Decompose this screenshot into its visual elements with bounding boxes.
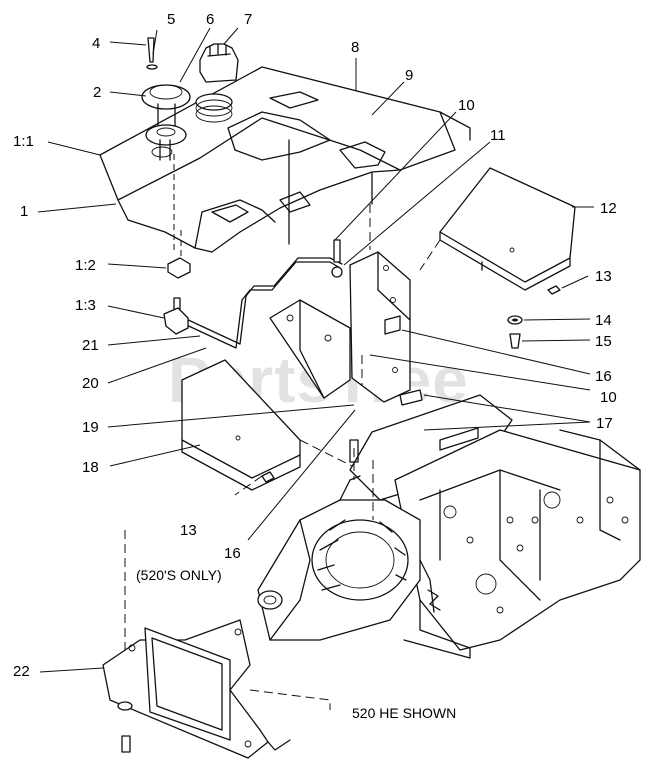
callout-6: 6	[206, 11, 214, 28]
mounting-bracket	[269, 251, 411, 403]
screw	[147, 37, 155, 63]
note-520-only: (520'S ONLY)	[136, 567, 222, 583]
leader-lines	[37, 27, 594, 673]
callout-2: 2	[93, 84, 101, 101]
callout-12: 12	[600, 200, 617, 217]
callout-15: 15	[595, 333, 612, 350]
fuel-fitting	[163, 230, 191, 335]
fuel-gauge	[141, 84, 191, 161]
callout-14: 14	[595, 312, 612, 329]
callout-10-right: 10	[600, 389, 617, 406]
callout-8: 8	[351, 39, 359, 56]
callout-18: 18	[82, 459, 99, 476]
callout-20: 20	[82, 375, 99, 392]
callout-1-3: 1:3	[75, 297, 96, 314]
fuel-cap	[195, 43, 239, 123]
chassis-frame	[394, 429, 641, 659]
callout-22: 22	[13, 663, 30, 680]
note-520-he-shown: 520 HE SHOWN	[352, 705, 456, 721]
callout-17: 17	[596, 415, 613, 432]
fuel-tank	[99, 66, 471, 253]
callout-5: 5	[167, 11, 175, 28]
heat-shield	[102, 619, 291, 759]
callout-4: 4	[92, 35, 100, 52]
callout-21: 21	[82, 337, 99, 354]
callout-13-left: 13	[180, 522, 197, 539]
callout-11: 11	[490, 127, 506, 144]
callout-labels: 4 5 6 7 2 1:1 1 1:2 1:3 21 20 19 18 13 1…	[13, 11, 617, 721]
hardware-right	[507, 285, 561, 349]
callout-19: 19	[82, 419, 99, 436]
engine	[257, 475, 441, 641]
mounting-tray	[181, 359, 301, 491]
callout-7: 7	[244, 11, 252, 28]
callout-1: 1	[20, 203, 28, 220]
callout-10-top: 10	[458, 97, 475, 114]
callout-13-right: 13	[595, 268, 612, 285]
callout-1-2: 1:2	[75, 257, 96, 274]
fuel-line	[179, 239, 343, 349]
callout-16-right: 16	[595, 368, 612, 385]
cover-plate	[439, 167, 576, 291]
callout-9: 9	[405, 67, 413, 84]
callout-16-bottom: 16	[224, 545, 241, 562]
callout-1-1: 1:1	[13, 133, 34, 150]
